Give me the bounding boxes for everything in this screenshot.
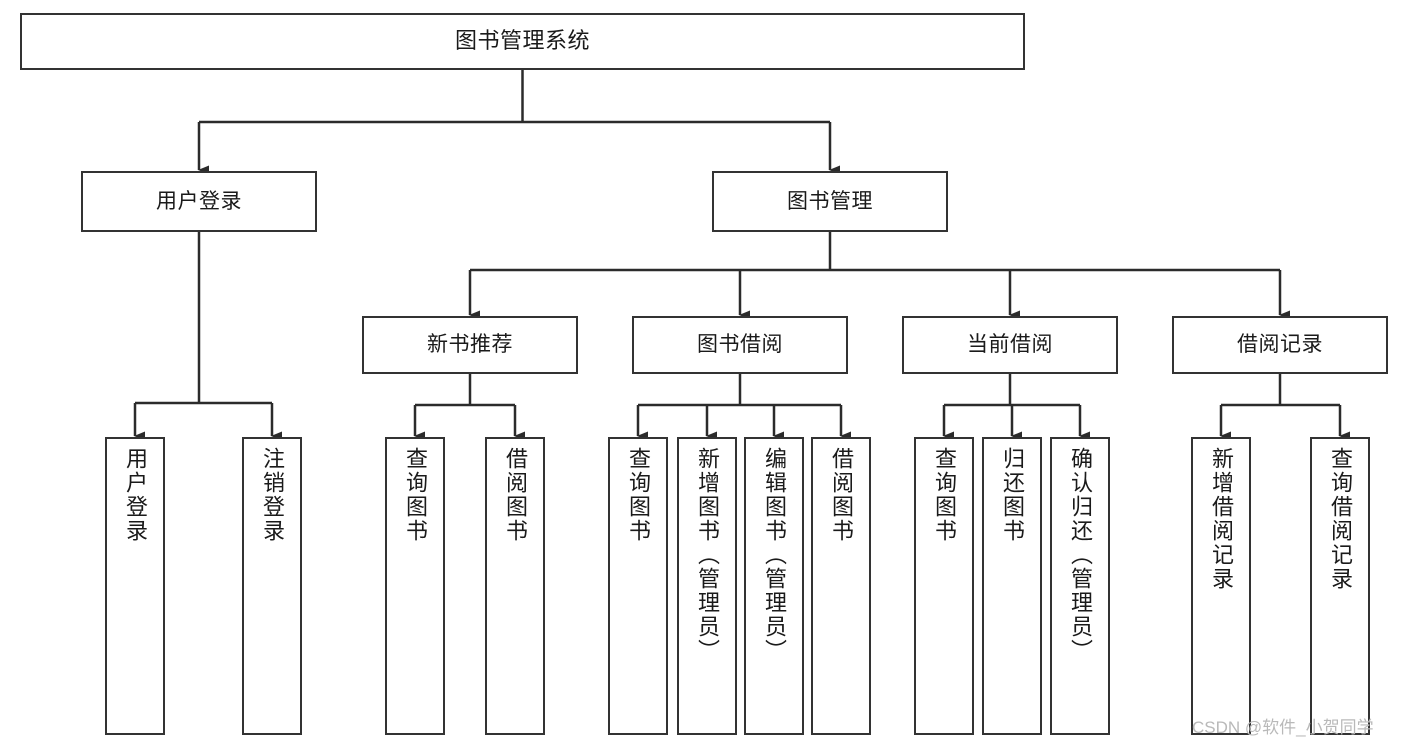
node-label: 归还图书: [1000, 447, 1025, 543]
node-label: 查询图书: [403, 447, 428, 543]
node-leaf-confirm-return-admin[interactable]: 确认归还（管理员）: [1050, 437, 1110, 735]
csdn-watermark: CSDN @软件_小贺同学: [1192, 718, 1374, 737]
node-leaf-add-borrow-record[interactable]: 新增借阅记录: [1191, 437, 1251, 735]
node-label: 图书管理系统: [454, 28, 590, 54]
node-label: 借阅记录: [1237, 333, 1323, 357]
node-label: 注销登录: [260, 447, 285, 543]
node-book-manage[interactable]: 图书管理: [712, 171, 948, 232]
node-leaf-borrow-book-1[interactable]: 借阅图书: [485, 437, 545, 735]
node-leaf-query-book-1[interactable]: 查询图书: [385, 437, 445, 735]
node-label: 确认归还（管理员）: [1068, 447, 1093, 663]
node-leaf-edit-book-admin[interactable]: 编辑图书（管理员）: [744, 437, 804, 735]
node-leaf-query-book-2[interactable]: 查询图书: [608, 437, 668, 735]
node-current-borrow[interactable]: 当前借阅: [902, 316, 1118, 374]
node-label: 图书管理: [787, 189, 873, 213]
node-label: 新增借阅记录: [1209, 447, 1234, 591]
node-label: 查询借阅记录: [1328, 447, 1353, 591]
node-label: 用户登录: [156, 189, 242, 213]
node-label: 新书推荐: [427, 333, 513, 357]
node-label: 用户登录: [123, 447, 148, 543]
node-leaf-logout[interactable]: 注销登录: [242, 437, 302, 735]
node-leaf-query-borrow-record[interactable]: 查询借阅记录: [1310, 437, 1370, 735]
node-label: 借阅图书: [829, 447, 854, 543]
node-leaf-query-book-3[interactable]: 查询图书: [914, 437, 974, 735]
node-leaf-user-login[interactable]: 用户登录: [105, 437, 165, 735]
node-borrow-record[interactable]: 借阅记录: [1172, 316, 1388, 374]
node-label: 借阅图书: [503, 447, 528, 543]
node-label: 当前借阅: [967, 333, 1053, 357]
node-leaf-return-book[interactable]: 归还图书: [982, 437, 1042, 735]
node-label: 编辑图书（管理员）: [762, 447, 787, 663]
node-label: 查询图书: [626, 447, 651, 543]
node-root[interactable]: 图书管理系统: [20, 13, 1025, 70]
node-leaf-add-book-admin[interactable]: 新增图书（管理员）: [677, 437, 737, 735]
node-new-book-recommend[interactable]: 新书推荐: [362, 316, 578, 374]
node-label: 新增图书（管理员）: [695, 447, 720, 663]
node-label: 图书借阅: [697, 333, 783, 357]
node-leaf-borrow-book-2[interactable]: 借阅图书: [811, 437, 871, 735]
node-user-login[interactable]: 用户登录: [81, 171, 317, 232]
node-book-borrow[interactable]: 图书借阅: [632, 316, 848, 374]
node-label: 查询图书: [932, 447, 957, 543]
